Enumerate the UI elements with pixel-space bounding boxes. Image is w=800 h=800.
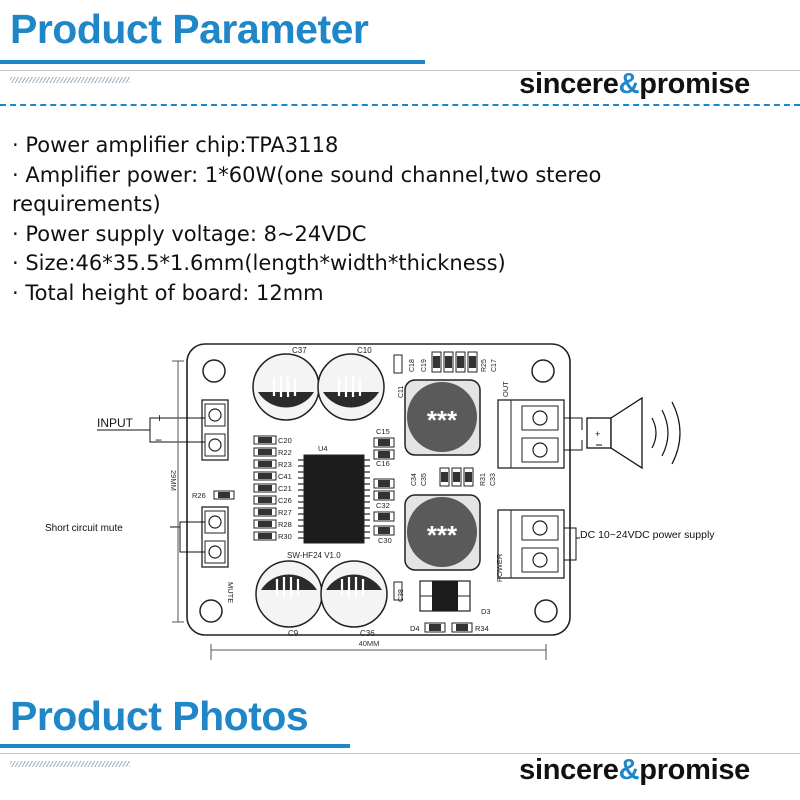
brand-suffix: promise [639,754,750,786]
speaker-icon: + [564,396,681,470]
label-c38: C38 [398,589,405,602]
board-name: SW-HF24 V1.0 [287,551,341,560]
label-r31: R31 [480,473,487,486]
dimension-lines [172,360,547,660]
dim-width-label: 40MM [359,639,380,648]
input-label: INPUT [97,416,134,430]
hatch-decoration [10,77,130,83]
label-c37: C37 [292,346,307,355]
section-title-parameter: Product Parameter [10,6,369,52]
amplifier-ic [298,454,370,544]
brand-ampersand: & [618,68,640,100]
bottom-smd-components [424,622,473,633]
label-c10: C10 [357,346,372,355]
brand-prefix: sincere [519,68,619,100]
input-connector [201,399,229,461]
label-r22: R22 [278,448,292,457]
label-c11: C11 [398,386,405,398]
output-connector [497,399,565,469]
electrolytic-capacitors [252,353,388,628]
parameter-list: · Power amplifier chip:TPA3118 · Amplifi… [12,131,712,308]
label-c18: C18 [409,359,416,372]
mute-label: Short circuit mute [45,523,123,534]
hatch-decoration [10,761,130,767]
label-r30: R30 [278,532,292,541]
brand-prefix: sincere [519,754,619,786]
label-c20: C20 [278,436,292,445]
inductor-marking: *** [427,520,458,550]
mounting-holes [199,359,558,623]
input-minus: − [155,433,162,447]
mute-silk: MUTE [226,582,235,603]
left-smd-column [213,435,277,541]
parameter-item: · Amplifier power: 1*60W(one sound chann… [12,162,609,217]
brand-ampersand: & [618,754,640,786]
power-connector [497,509,565,579]
label-c19: C19 [421,359,428,372]
parameter-item: · Power supply voltage: 8~24VDC [12,221,367,246]
label-c33: C33 [490,473,497,486]
label-c26: C26 [278,496,292,505]
label-c41: C41 [278,472,292,481]
header-rule [0,753,800,754]
label-u4: U4 [318,444,328,453]
title-underline [0,60,425,64]
label-d4: D4 [410,624,420,633]
dim-height-label: 29MM [169,470,178,491]
svg-text:+: + [595,429,600,439]
label-c15: C15 [376,427,390,436]
label-c36: C36 [360,629,375,638]
power-silk: POWER [495,553,504,582]
label-r23: R23 [278,460,292,469]
label-r27: R27 [278,508,292,517]
power-leader [564,527,580,561]
section-title-photos: Product Photos [10,693,309,739]
title-underline [0,744,350,748]
label-d3: D3 [481,607,491,616]
label-c34: C34 [411,473,418,486]
header-rule [0,70,800,71]
diode-d3 [419,580,471,612]
label-r34: R34 [475,624,489,633]
input-wires [149,417,205,443]
mute-connector [201,506,229,568]
out-silk: OUT [501,381,510,397]
brand-suffix: promise [639,68,750,100]
inductor-marking: *** [427,405,458,435]
label-c32: C32 [376,501,390,510]
label-c9: C9 [288,629,299,638]
brand-logo: sincere&promise [519,68,750,101]
top-smd-components [393,351,478,374]
board-diagram: C37 C10 C9 C36 *** *** C18 C19 R25 C17 C… [45,343,715,660]
mute-wires [170,521,205,553]
label-c16: C16 [376,459,390,468]
label-c30: C30 [378,536,392,545]
power-supply-label: DC 10~24VDC power supply [580,529,715,541]
label-r25: R25 [481,359,488,372]
parameter-item: · Size:46*35.5*1.6mm(length*width*thickn… [12,251,506,275]
parameter-item: · Total height of board: 12mm [12,280,324,305]
inductors [404,379,481,571]
label-r28: R28 [278,520,292,529]
section-divider [0,104,800,106]
middle-smd-components [373,437,474,601]
label-r26: R26 [192,491,206,500]
parameter-item: · Power amplifier chip:TPA3118 [12,133,339,157]
brand-logo: sincere&promise [519,754,750,787]
label-c35: C35 [421,473,428,486]
label-c17: C17 [491,359,498,372]
label-c21: C21 [278,484,292,493]
